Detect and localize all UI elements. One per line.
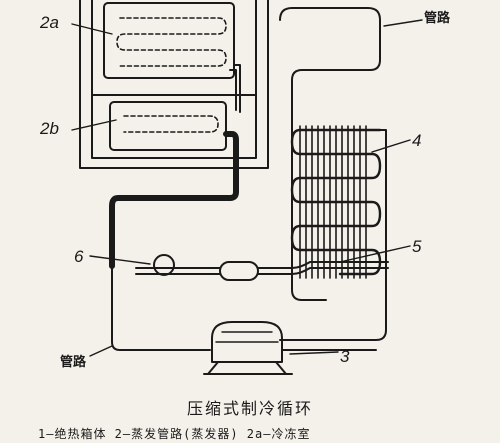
- compressor-3: [203, 321, 293, 375]
- filter-drier-5: [219, 261, 259, 281]
- freezer-coil-2a: [116, 17, 227, 67]
- capillary-tube: [135, 261, 389, 269]
- cabinet-inner-wall: [91, 0, 257, 159]
- label-5: 5: [412, 237, 422, 256]
- capillary-tube-2: [135, 267, 389, 275]
- condenser-top-pipe: [279, 7, 381, 301]
- label-2a: 2a: [39, 13, 59, 32]
- evaporator-link-pipe-2: [229, 69, 237, 111]
- suction-line-lower: [111, 265, 211, 351]
- leader-2b: [71, 119, 117, 131]
- label-pipe-bottom: 管路: [60, 354, 87, 370]
- leader-4: [371, 139, 411, 153]
- label-pipe-top: 管路: [424, 10, 451, 26]
- leader-2a: [71, 23, 113, 35]
- label-4: 4: [412, 131, 421, 150]
- evaporator-link-pipe: [233, 64, 241, 113]
- fridge-evaporator-2b: [109, 101, 227, 151]
- component-6: [153, 254, 175, 276]
- diagram-caption: 压缩式制冷循环: [186, 399, 313, 418]
- leader-pipe-top: [383, 19, 423, 27]
- leader-6: [89, 255, 151, 265]
- leader-3: [289, 351, 339, 355]
- fridge-coil-2b: [123, 115, 219, 133]
- label-2b: 2b: [39, 119, 59, 138]
- condenser-coil-4: [290, 128, 382, 276]
- cabinet-outer-wall: [79, 0, 269, 169]
- suction-line: [109, 131, 239, 269]
- freezer-evaporator-2a: [103, 2, 235, 79]
- diagram-legend: 1—绝热箱体 2—蒸发管路(蒸发器) 2a—冷冻室: [38, 427, 311, 441]
- leader-pipe-bottom: [89, 345, 113, 357]
- leader-5: [339, 245, 411, 263]
- condenser-return-pipe: [279, 129, 387, 341]
- label-3: 3: [340, 347, 350, 366]
- label-6: 6: [74, 247, 84, 266]
